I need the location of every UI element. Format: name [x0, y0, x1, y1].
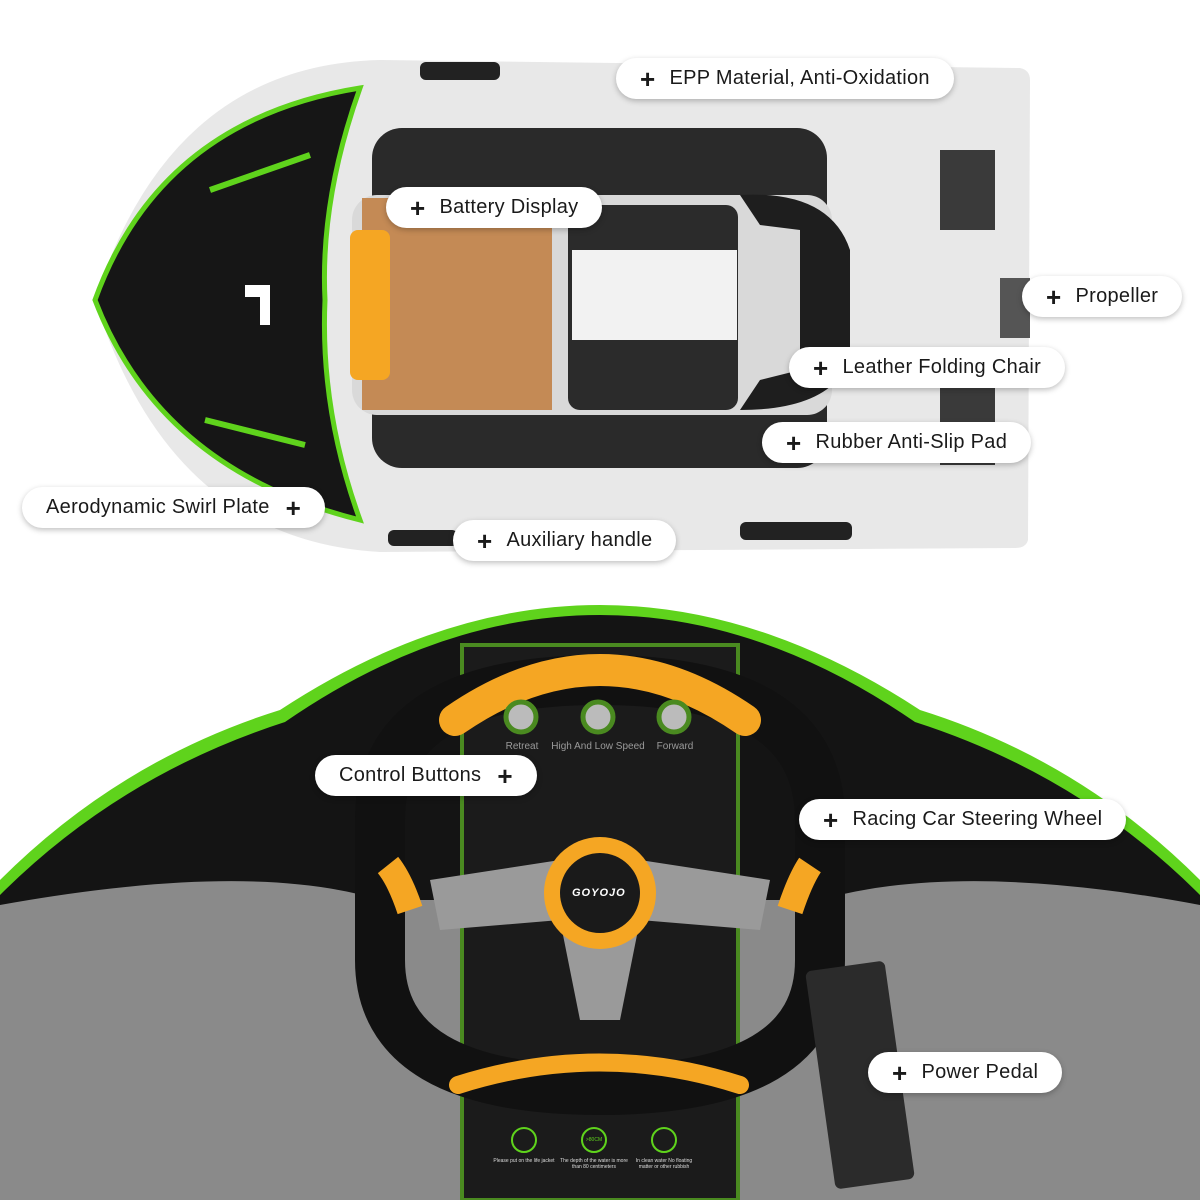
callout-label: Propeller	[1075, 285, 1159, 307]
plus-icon: +	[1046, 281, 1062, 312]
callout-label: Leather Folding Chair	[842, 356, 1042, 378]
callout-swirl-plate[interactable]: Aerodynamic Swirl Plate +	[22, 487, 326, 528]
callout-power-pedal[interactable]: + Power Pedal	[868, 1052, 1063, 1093]
depth-badge: >80CM	[585, 1137, 603, 1143]
callout-label: Battery Display	[439, 196, 579, 218]
boat-top-view	[92, 60, 1030, 552]
callout-label: Rubber Anti-Slip Pad	[815, 431, 1008, 453]
callout-label: Aerodynamic Swirl Plate	[46, 496, 270, 518]
callout-anti-slip-pad[interactable]: + Rubber Anti-Slip Pad	[762, 422, 1032, 463]
callout-leather-chair[interactable]: + Leather Folding Chair	[789, 347, 1066, 388]
plus-icon: +	[823, 804, 839, 835]
button-label-forward: Forward	[656, 741, 694, 752]
callout-label: EPP Material, Anti-Oxidation	[669, 67, 930, 89]
safety-note-jacket: Please put on the life jacket	[493, 1158, 555, 1164]
safety-note-depth: The depth of the water is more than 80 c…	[560, 1158, 628, 1170]
callout-control-buttons[interactable]: Control Buttons +	[315, 755, 537, 796]
brand-logo: GOYOJO	[572, 887, 626, 899]
plus-icon: +	[497, 760, 513, 791]
callout-label: Control Buttons	[339, 764, 482, 786]
callout-label: Power Pedal	[921, 1061, 1039, 1083]
plus-icon: +	[285, 492, 302, 523]
callout-epp-material[interactable]: + EPP Material, Anti-Oxidation	[616, 58, 954, 99]
callout-label: Auxiliary handle	[506, 529, 653, 551]
plus-icon: +	[477, 525, 493, 556]
plus-icon: +	[410, 192, 426, 223]
plus-icon: +	[786, 427, 802, 458]
plus-icon: +	[640, 63, 656, 94]
safety-note-clean: In clean water No floating matter or oth…	[635, 1158, 693, 1170]
callout-battery-display[interactable]: + Battery Display	[386, 187, 603, 228]
button-label-retreat: Retreat	[505, 741, 539, 752]
plus-icon: +	[813, 352, 829, 383]
callout-label: Racing Car Steering Wheel	[852, 808, 1103, 830]
callout-auxiliary-handle[interactable]: + Auxiliary handle	[453, 520, 677, 561]
plus-icon: +	[892, 1057, 908, 1088]
dashboard-view	[0, 605, 1200, 1200]
button-label-speed: High And Low Speed	[551, 741, 645, 752]
callout-steering-wheel[interactable]: + Racing Car Steering Wheel	[799, 799, 1127, 840]
callout-propeller[interactable]: + Propeller	[1022, 276, 1183, 317]
